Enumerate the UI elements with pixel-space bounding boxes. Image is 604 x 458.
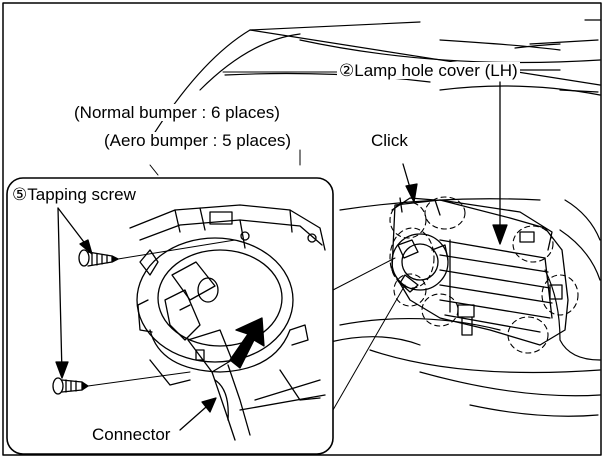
leader-lines <box>222 71 508 411</box>
label-normal-bumper: (Normal bumper : 6 places) <box>74 103 280 122</box>
tapping-screw-lower <box>52 371 191 395</box>
clip-marker <box>507 316 549 354</box>
clip-marker <box>424 196 466 230</box>
lamp-hole-cover <box>391 199 569 346</box>
inset-detail <box>6 177 334 455</box>
label-tapping-screw: ⑤Tapping screw <box>12 185 136 204</box>
screw-leader-lines <box>55 207 93 379</box>
clip-marker <box>393 273 427 307</box>
clip-marker <box>512 225 554 263</box>
label-aero-bumper: (Aero bumper : 5 places) <box>104 131 292 150</box>
label-click: Click <box>371 131 408 150</box>
clip-marker <box>421 293 459 327</box>
clip-marker <box>389 201 427 239</box>
tapping-screw-upper <box>78 239 236 267</box>
clip-marker <box>541 274 579 316</box>
label-connector: Connector <box>92 425 171 444</box>
inset-frame <box>6 177 334 455</box>
label-lamp-hole-cover: ②Lamp hole cover (LH) <box>337 61 520 80</box>
clip-marker <box>389 227 435 289</box>
clip-locations <box>389 196 579 354</box>
push-arrow <box>229 317 265 369</box>
lamp-hole-cover-assembly <box>391 197 569 346</box>
